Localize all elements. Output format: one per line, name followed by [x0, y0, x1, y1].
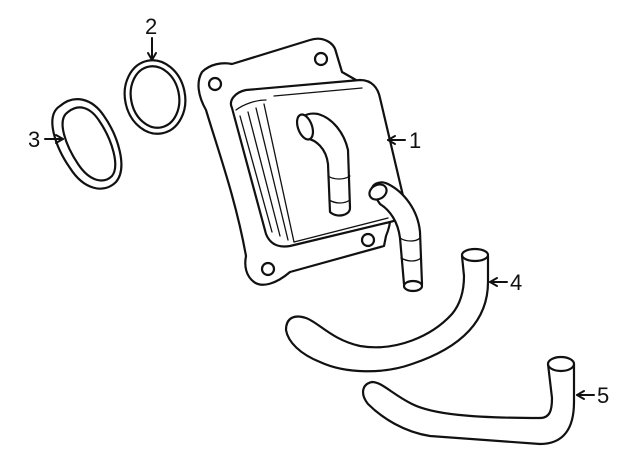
callout-3: 3: [28, 127, 40, 152]
part-5-hose: [362, 355, 576, 446]
callout-4: 4: [510, 270, 522, 295]
callout-2: 2: [145, 14, 157, 39]
part-4-hose: [284, 247, 490, 373]
part-3-seal: [51, 98, 123, 190]
part-2-gasket: [123, 59, 187, 135]
callout-5: 5: [597, 383, 609, 408]
part-1-oil-cooler: [197, 37, 424, 293]
callout-1: 1: [409, 128, 421, 153]
callout-leaders: [44, 37, 595, 400]
